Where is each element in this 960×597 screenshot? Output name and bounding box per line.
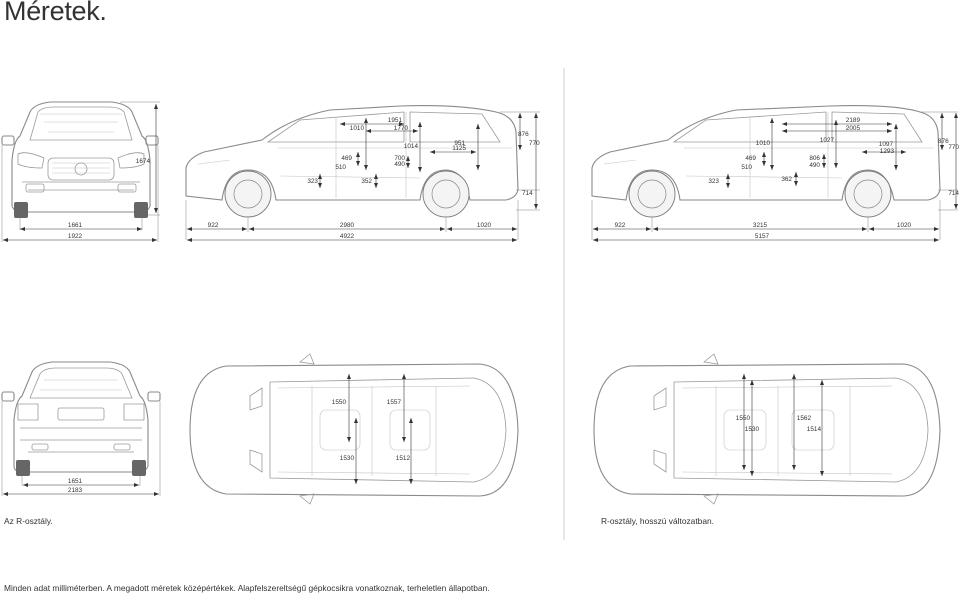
short-seat-4: 490 xyxy=(394,161,405,168)
short-seat-3: 700 xyxy=(394,155,405,162)
top-short-shoulder-2: 1557 xyxy=(387,399,402,406)
long-seat-1: 469 xyxy=(745,155,756,162)
long-floor-1: 323 xyxy=(708,178,719,185)
caption-left: Az R-osztály. xyxy=(4,516,53,526)
footer-note: Minden adat milliméterben. A megadott mé… xyxy=(4,583,490,593)
long-length: 5157 xyxy=(755,233,770,240)
top-short-elbow-2: 1512 xyxy=(396,455,411,462)
short-headroom-2: 1014 xyxy=(404,143,419,150)
long-seat-4: 490 xyxy=(809,162,820,169)
long-floor-2: 362 xyxy=(781,176,792,183)
short-floor-2: 352 xyxy=(361,178,372,185)
long-load-height: 770 xyxy=(948,144,959,151)
top-long-shoulder-1: 1550 xyxy=(736,415,751,422)
top-long-shoulder-2: 1562 xyxy=(797,415,812,422)
short-interior-1: 1951 xyxy=(388,117,403,124)
long-sill: 714 xyxy=(948,190,959,197)
short-headroom-3: 951 xyxy=(454,140,465,147)
long-headroom-1: 1010 xyxy=(756,140,771,147)
front-track-label: 1661 xyxy=(68,222,83,229)
short-overhang-front: 922 xyxy=(208,222,219,229)
front-view: 1674 1661 1922 xyxy=(1,101,160,242)
front-width-label: 1922 xyxy=(68,233,83,240)
long-wheelbase: 3215 xyxy=(753,222,768,229)
top-long-elbow-1: 1530 xyxy=(745,426,760,433)
short-overhang-rear: 1020 xyxy=(477,222,492,229)
top-short-shoulder-1: 1550 xyxy=(332,399,347,406)
long-headroom-3: 1097 xyxy=(879,141,894,148)
rear-width-label: 2183 xyxy=(68,487,83,494)
top-view-long: 1550 1562 1530 1514 xyxy=(593,353,941,505)
long-interior-1: 2189 xyxy=(846,117,861,124)
short-seat-1: 469 xyxy=(341,155,352,162)
long-overhang-front: 922 xyxy=(615,222,626,229)
long-overhang-rear: 1020 xyxy=(897,222,912,229)
long-interior-2: 2005 xyxy=(846,125,861,132)
long-roof: 876 xyxy=(938,138,949,145)
front-height-label: 1674 xyxy=(136,158,151,165)
short-interior-2: 1770 xyxy=(394,125,409,132)
side-view-long: 922 3215 1020 5157 2189 2005 1293 1010 1… xyxy=(591,105,959,242)
top-long-elbow-2: 1514 xyxy=(807,426,822,433)
side-view-short: 922 2980 1020 4922 1951 1770 1125 1010 1… xyxy=(185,105,540,242)
page-title: Méretek. xyxy=(4,0,107,26)
short-length: 4922 xyxy=(340,233,355,240)
short-floor-1: 323 xyxy=(307,178,318,185)
short-wheelbase: 2980 xyxy=(340,222,355,229)
short-seat-2: 510 xyxy=(335,164,346,171)
short-interior-3: 1125 xyxy=(452,145,466,152)
top-view-short: 1550 1557 1530 1512 xyxy=(189,353,519,505)
long-headroom-2: 1027 xyxy=(820,137,835,144)
short-sill: 714 xyxy=(522,190,533,197)
short-headroom-1: 1010 xyxy=(350,125,365,132)
short-load-height: 770 xyxy=(529,140,540,147)
short-roof: 876 xyxy=(518,131,529,138)
top-short-elbow-1: 1530 xyxy=(340,455,355,462)
long-seat-3: 806 xyxy=(809,155,820,162)
caption-right: R-osztály, hosszú változatban. xyxy=(601,516,714,526)
long-seat-2: 510 xyxy=(741,164,752,171)
rear-track-label: 1651 xyxy=(68,478,83,485)
long-interior-3: 1293 xyxy=(880,148,895,155)
rear-view: 1651 2183 xyxy=(1,361,161,496)
